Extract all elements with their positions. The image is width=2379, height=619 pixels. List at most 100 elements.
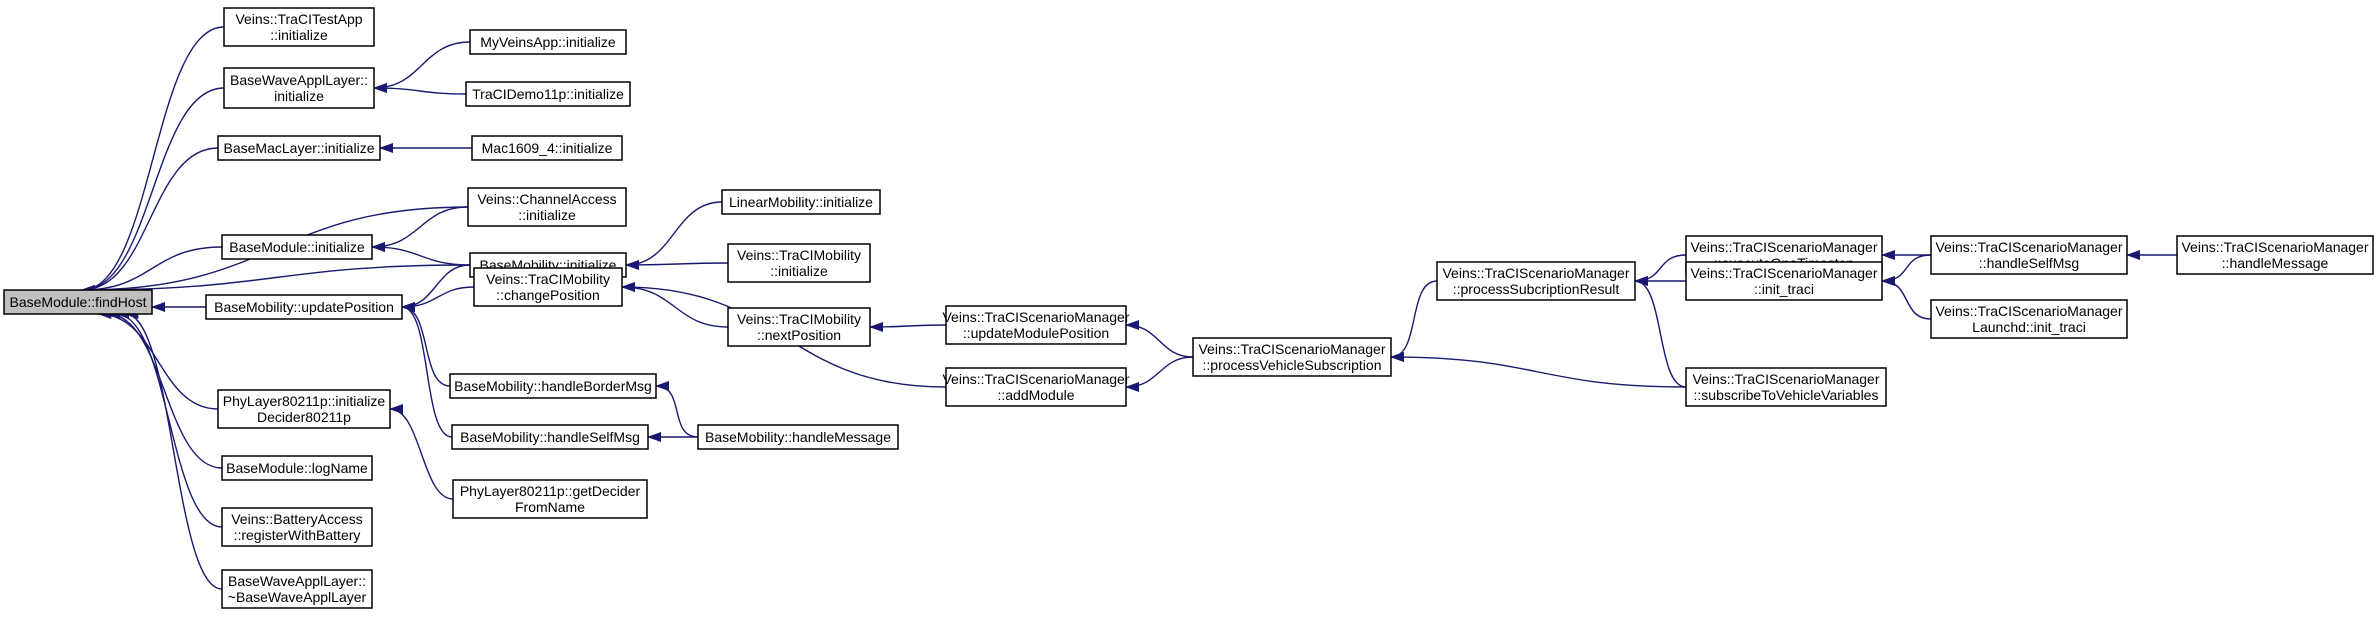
graph-node[interactable]: BaseMobility::updatePosition — [205, 294, 403, 320]
node-label: Veins::TraCIScenarioManager — [1692, 371, 1879, 387]
node-box — [1930, 299, 2128, 339]
node-label: FromName — [515, 499, 585, 515]
graph-node[interactable]: BaseWaveApplLayer::~BaseWaveApplLayer — [221, 569, 373, 609]
node-box — [3, 289, 153, 315]
node-label: BaseMobility::handleSelfMsg — [460, 429, 640, 445]
node-box — [223, 67, 375, 109]
graph-node[interactable]: Veins::TraCIScenarioManager::subscribeTo… — [1685, 367, 1887, 407]
call-edge — [1390, 352, 1687, 388]
call-edge — [869, 321, 947, 332]
node-box — [205, 294, 403, 320]
call-edge — [81, 264, 471, 295]
node-box — [721, 189, 881, 215]
node-label: ::processVehicleSubscription — [1203, 357, 1382, 373]
graph-node[interactable]: Veins::TraCIScenarioManager::processVehi… — [1192, 337, 1392, 377]
call-edge — [371, 242, 471, 266]
call-edge — [1125, 356, 1194, 392]
graph-node[interactable]: Veins::TraCIScenarioManager::processSubc… — [1436, 261, 1636, 301]
graph-node[interactable]: Veins::TraCIMobility::initialize — [727, 243, 871, 283]
graph-node[interactable]: BaseMobility::handleSelfMsg — [451, 424, 649, 450]
graph-node[interactable]: BaseModule::findHost — [3, 289, 153, 315]
graph-node[interactable]: BaseMacLayer::initialize — [217, 135, 381, 161]
call-edge — [97, 309, 219, 410]
node-label: BaseModule::initialize — [229, 239, 365, 255]
call-edge — [81, 87, 225, 295]
node-label: Veins::TraCIMobility — [486, 271, 610, 287]
node-label: ::handleMessage — [2222, 255, 2329, 271]
node-label: PhyLayer80211p::getDecider — [460, 483, 641, 499]
node-label: ::initialize — [770, 263, 828, 279]
graph-node[interactable]: BaseModule::initialize — [221, 234, 373, 260]
graph-node[interactable]: Veins::TraCIScenarioManager::updateModul… — [942, 305, 1130, 345]
graph-node[interactable]: TraCIDemo11p::initialize — [465, 81, 631, 107]
node-box — [217, 389, 391, 429]
graph-node[interactable]: Veins::TraCIScenarioManagerLaunchd::init… — [1930, 299, 2128, 339]
node-label: BaseWaveApplLayer:: — [230, 72, 368, 88]
node-box — [223, 7, 375, 47]
node-box — [1685, 367, 1887, 407]
node-box — [727, 307, 871, 347]
node-label: Veins::TraCIScenarioManager — [1935, 303, 2122, 319]
node-box — [452, 479, 648, 519]
node-box — [945, 367, 1127, 407]
graph-node[interactable]: Veins::TraCIMobility::changePosition — [473, 267, 623, 307]
node-label: ::initialize — [270, 27, 328, 43]
graph-node[interactable]: Veins::BatteryAccess::registerWithBatter… — [221, 507, 373, 547]
call-edge — [106, 309, 223, 469]
node-box — [727, 243, 871, 283]
graph-node[interactable]: BaseWaveApplLayer::initialize — [223, 67, 375, 109]
node-label: ::initialize — [518, 207, 576, 223]
node-label: ::registerWithBattery — [234, 527, 361, 543]
call-edge — [373, 83, 467, 95]
node-box — [221, 234, 373, 260]
graph-node[interactable]: Veins::TraCIScenarioManager::handleSelfM… — [1930, 235, 2128, 275]
call-edge — [81, 147, 219, 295]
node-label: BaseMobility::handleBorderMsg — [454, 378, 652, 394]
node-label: ::nextPosition — [757, 327, 841, 343]
graph-node[interactable]: Veins::TraCIScenarioManager::addModule — [942, 367, 1130, 407]
graph-node[interactable]: Veins::TraCIScenarioManager::handleMessa… — [2176, 235, 2374, 275]
graph-node[interactable]: LinearMobility::initialize — [721, 189, 881, 215]
graph-node[interactable]: Veins::ChannelAccess::initialize — [467, 187, 627, 227]
call-edge — [1125, 320, 1194, 358]
graph-node[interactable]: Veins::TraCIMobility::nextPosition — [727, 307, 871, 347]
graph-node[interactable]: Veins::TraCITestApp::initialize — [223, 7, 375, 47]
node-label: BaseWaveApplLayer:: — [228, 573, 366, 589]
node-label: BaseMobility::updatePosition — [214, 299, 394, 315]
call-edge — [1634, 254, 1687, 286]
node-box — [1436, 261, 1636, 301]
call-edge — [1634, 276, 1687, 388]
node-box — [1685, 261, 1883, 301]
node-label: MyVeinsApp::initialize — [480, 34, 616, 50]
node-box — [449, 373, 657, 399]
node-label: BaseModule::logName — [226, 460, 368, 476]
call-edge — [373, 41, 471, 93]
node-label: ::addModule — [997, 387, 1074, 403]
node-label: BaseMacLayer::initialize — [224, 140, 375, 156]
graph-node[interactable]: Mac1609_4::initialize — [471, 135, 623, 161]
node-box — [697, 424, 899, 450]
graph-node[interactable]: BaseMobility::handleBorderMsg — [449, 373, 657, 399]
node-box — [471, 135, 623, 161]
graph-node[interactable]: Veins::TraCIScenarioManager::init_traci — [1685, 261, 1883, 301]
node-label: Veins::TraCIScenarioManager — [942, 371, 1129, 387]
call-edge — [401, 264, 471, 312]
call-edge — [655, 381, 699, 438]
node-label: ::handleSelfMsg — [1979, 255, 2079, 271]
call-edge — [81, 246, 223, 295]
graph-node[interactable]: BaseModule::logName — [221, 455, 373, 481]
call-edge — [401, 286, 475, 312]
node-label: Veins::TraCIScenarioManager — [1690, 265, 1877, 281]
call-edge — [81, 26, 225, 295]
node-label: Veins::TraCIMobility — [737, 247, 861, 263]
graph-node[interactable]: BaseMobility::handleMessage — [697, 424, 899, 450]
node-box — [467, 187, 627, 227]
node-label: Veins::TraCIScenarioManager — [1442, 265, 1629, 281]
node-label: ::subscribeToVehicleVariables — [1694, 387, 1879, 403]
graph-node[interactable]: MyVeinsApp::initialize — [469, 29, 627, 55]
call-edge — [1390, 280, 1438, 362]
node-label: Veins::TraCIScenarioManager — [1690, 239, 1877, 255]
call-edge — [625, 201, 723, 270]
